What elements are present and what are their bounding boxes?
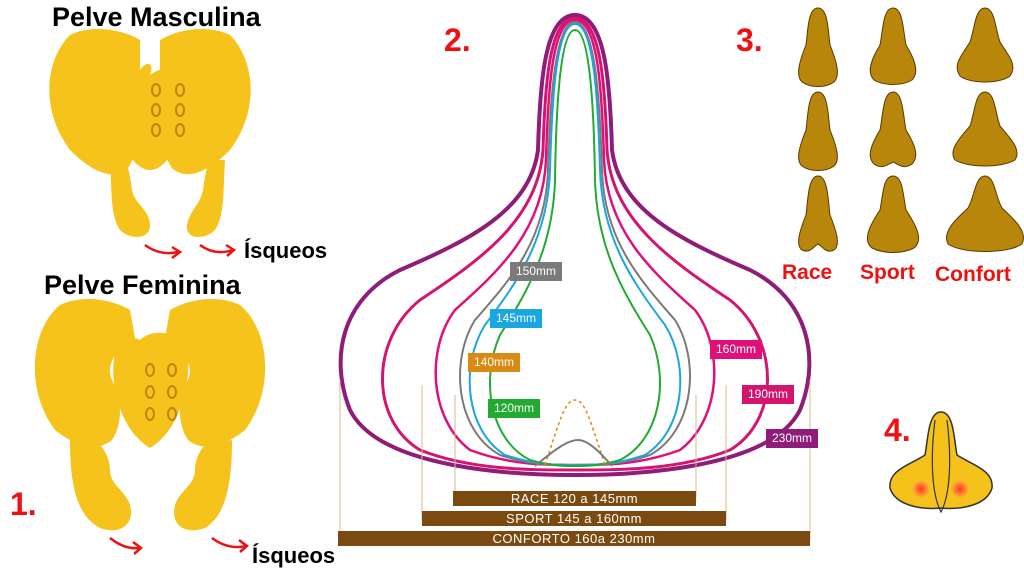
male-pelvis-title: Pelve Masculina [52,2,261,32]
female-pelvis-title: Pelve Feminina [44,270,241,300]
width-tag-160mm: 160mm [710,340,763,359]
confort-saddles [946,7,1024,252]
nose-cutout [534,438,613,467]
sport-saddles [867,7,919,253]
range-bar-conforto: CONFORTO 160a 230mm [338,531,810,546]
range-bar-sport: SPORT 145 a 160mm [422,511,726,526]
saddle-type-sport: Sport [860,261,915,284]
width-tag-140mm: 140mm [468,353,521,372]
width-tag-230mm: 230mm [766,429,819,448]
section-number-2: 2. [444,22,471,58]
width-tag-145mm: 145mm [490,309,543,328]
section-number-4: 4. [884,412,911,448]
outline-190mm [381,16,769,472]
outline-120mm [489,28,661,467]
outline-160mm [434,18,716,467]
pressure-saddle [889,411,993,514]
saddle-outlines [338,12,812,478]
male-pelvis-foramina [151,83,185,137]
range-bar-race: RACE 120 a 145mm [453,491,696,506]
male-pelvis [49,28,251,237]
female-ischium-arrows [109,536,249,555]
male-ischium-label: Ísqueos [244,238,328,263]
width-tag-120mm: 120mm [488,399,541,418]
outline-230mm [338,12,812,478]
width-tag-150mm: 150mm [510,262,563,281]
outline-140mm [544,399,606,466]
saddle-type-confort: Confort [935,263,1011,286]
female-pelvis [34,298,266,531]
width-guide-lines [339,380,811,540]
section-number-1: 1. [10,486,37,522]
pressure-point-left [911,479,931,499]
female-ischium-label: Ísqueos [252,543,336,568]
saddle-type-race: Race [782,261,833,284]
width-tag-190mm: 190mm [742,385,795,404]
pressure-point-right [950,479,970,499]
section-number-3: 3. [736,22,763,58]
female-pelvis-foramina [145,363,177,421]
race-saddles [798,7,838,252]
male-ischium-arrows [144,243,237,259]
